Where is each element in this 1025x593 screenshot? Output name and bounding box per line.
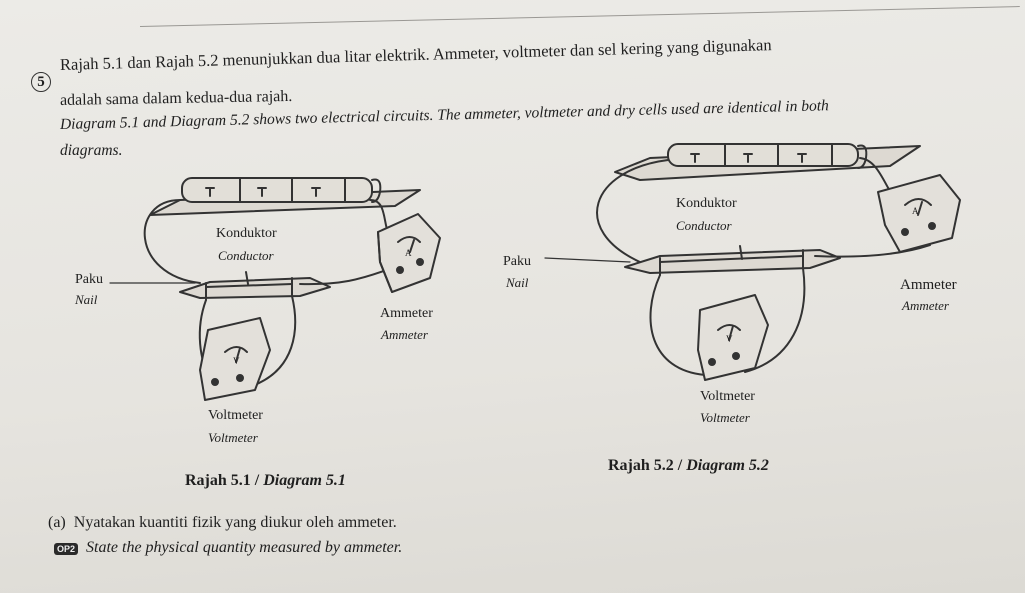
- d2-paku-label: Paku: [503, 254, 531, 269]
- d2-voltmeter-label: Voltmeter: [700, 389, 755, 404]
- d1-voltmeter-eng-label: Voltmeter: [208, 430, 258, 445]
- d2-voltmeter-symbol: V: [726, 334, 733, 344]
- d1-conductor-label: Conductor: [218, 248, 274, 263]
- d2-voltmeter-eng-label: Voltmeter: [700, 410, 750, 425]
- diagram1-caption: Rajah 5.1 / Diagram 5.1: [185, 472, 346, 489]
- diagram2-caption: Rajah 5.2 / Diagram 5.2: [608, 457, 769, 474]
- d1-ammeter-label: Ammeter: [380, 306, 433, 321]
- diagram1-drawing: [109, 177, 441, 401]
- d1-voltmeter-label: Voltmeter: [208, 408, 263, 423]
- question-number: 5: [31, 72, 51, 92]
- d2-nail-label: Nail: [506, 275, 529, 290]
- op2-badge: OP2: [54, 543, 79, 555]
- part-a-english: State the physical quantity measured by …: [86, 539, 403, 556]
- d1-nail-label: Nail: [75, 292, 98, 307]
- d1-konduktor-label: Konduktor: [216, 226, 277, 241]
- d2-ammeter-eng-label: Ammeter: [902, 298, 949, 313]
- part-a-question: (a) Nyatakan kuantiti fizik yang diukur …: [48, 514, 397, 531]
- d1-paku-label: Paku: [75, 272, 103, 287]
- d1-ammeter-eng-label: Ammeter: [381, 327, 428, 342]
- d2-ammeter-symbol: A: [912, 206, 919, 216]
- d2-konduktor-label: Konduktor: [676, 196, 737, 211]
- d1-ammeter-symbol: A: [405, 248, 412, 258]
- intro-english-line2: diagrams.: [60, 142, 123, 159]
- diagram2-drawing: [544, 143, 961, 381]
- d2-ammeter-label: Ammeter: [900, 277, 957, 293]
- d1-voltmeter-symbol: V: [233, 356, 240, 366]
- d2-conductor-label: Conductor: [676, 218, 732, 233]
